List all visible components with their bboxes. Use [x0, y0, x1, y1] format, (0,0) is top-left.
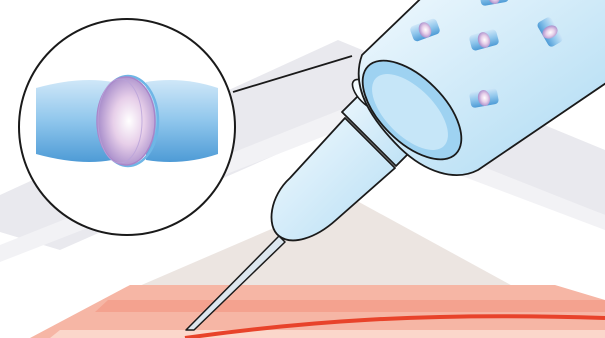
skin-layer-deep: [50, 330, 605, 338]
skin-layer-mid: [95, 300, 605, 312]
magnified-particle: [36, 76, 218, 166]
magnifier-loupe: [19, 19, 235, 235]
